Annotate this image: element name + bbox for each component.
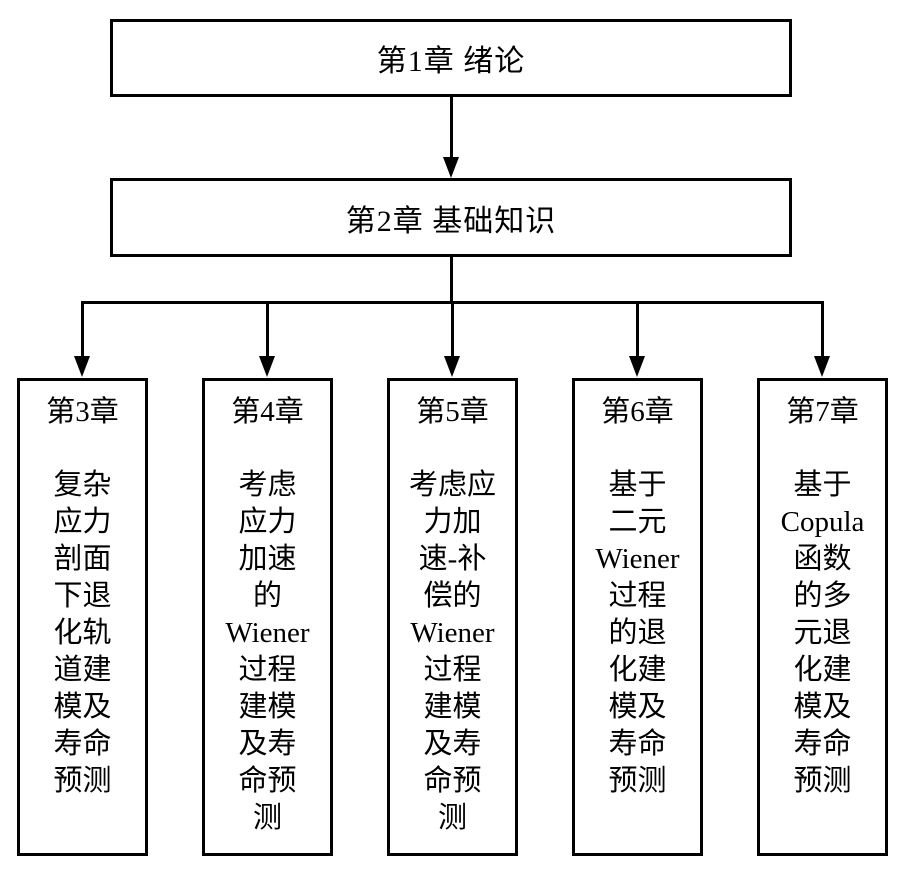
chapter-7-body: 基于 Copula 函数 的多 元退 化建 模及 寿命 预测	[780, 469, 865, 797]
node-chapter-2-label: 第2章 基础知识	[345, 204, 557, 238]
chapter-4-body: 考虑 应力 加速 的 Wiener 过程 建模 及寿 命预 测	[225, 469, 310, 834]
connector-ch2-stem-line	[450, 257, 453, 304]
branch-line-ch3	[81, 301, 84, 357]
branch-line-ch5	[451, 301, 454, 357]
chapter-3-title: 第3章	[46, 396, 119, 428]
branch-arrowhead-ch5-icon	[444, 356, 460, 377]
node-chapter-2: 第2章 基础知识	[110, 178, 792, 257]
branch-arrowhead-ch3-icon	[74, 356, 90, 377]
chapter-6-body: 基于 二元 Wiener 过程 的退 化建 模及 寿命 预测	[595, 469, 680, 797]
node-chapter-1-label: 第1章 绪论	[376, 45, 526, 78]
chapter-4-title: 第4章	[231, 396, 304, 428]
node-chapter-7: 第7章 基于 Copula 函数 的多 元退 化建 模及 寿命 预测	[757, 378, 888, 856]
chapter-6-title: 第6章	[601, 396, 674, 428]
node-chapter-6: 第6章 基于 二元 Wiener 过程 的退 化建 模及 寿命 预测	[572, 378, 703, 856]
branch-arrowhead-ch6-icon	[629, 356, 645, 377]
node-chapter-5: 第5章 考虑应 力加 速-补 偿的 Wiener 过程 建模 及寿 命预 测	[387, 378, 518, 856]
node-chapter-3: 第3章 复杂 应力 剖面 下退 化轨 道建 模及 寿命 预测	[17, 378, 148, 856]
branch-line-ch6	[636, 301, 639, 357]
chapter-5-title: 第5章	[416, 396, 489, 428]
branch-line-ch7	[821, 301, 824, 357]
branch-arrowhead-ch4-icon	[259, 356, 275, 377]
connector-ch1-ch2-line	[450, 95, 453, 159]
chapter-5-body: 考虑应 力加 速-补 偿的 Wiener 过程 建模 及寿 命预 测	[408, 469, 496, 834]
chapter-3-body: 复杂 应力 剖面 下退 化轨 道建 模及 寿命 预测	[53, 469, 112, 797]
branch-arrowhead-ch7-icon	[814, 356, 830, 377]
branch-line-ch4	[266, 301, 269, 357]
connector-ch1-ch2-arrowhead-icon	[443, 157, 459, 178]
node-chapter-1: 第1章 绪论	[110, 19, 792, 97]
chapter-7-title: 第7章	[786, 396, 859, 428]
node-chapter-4: 第4章 考虑 应力 加速 的 Wiener 过程 建模 及寿 命预 测	[202, 378, 333, 856]
